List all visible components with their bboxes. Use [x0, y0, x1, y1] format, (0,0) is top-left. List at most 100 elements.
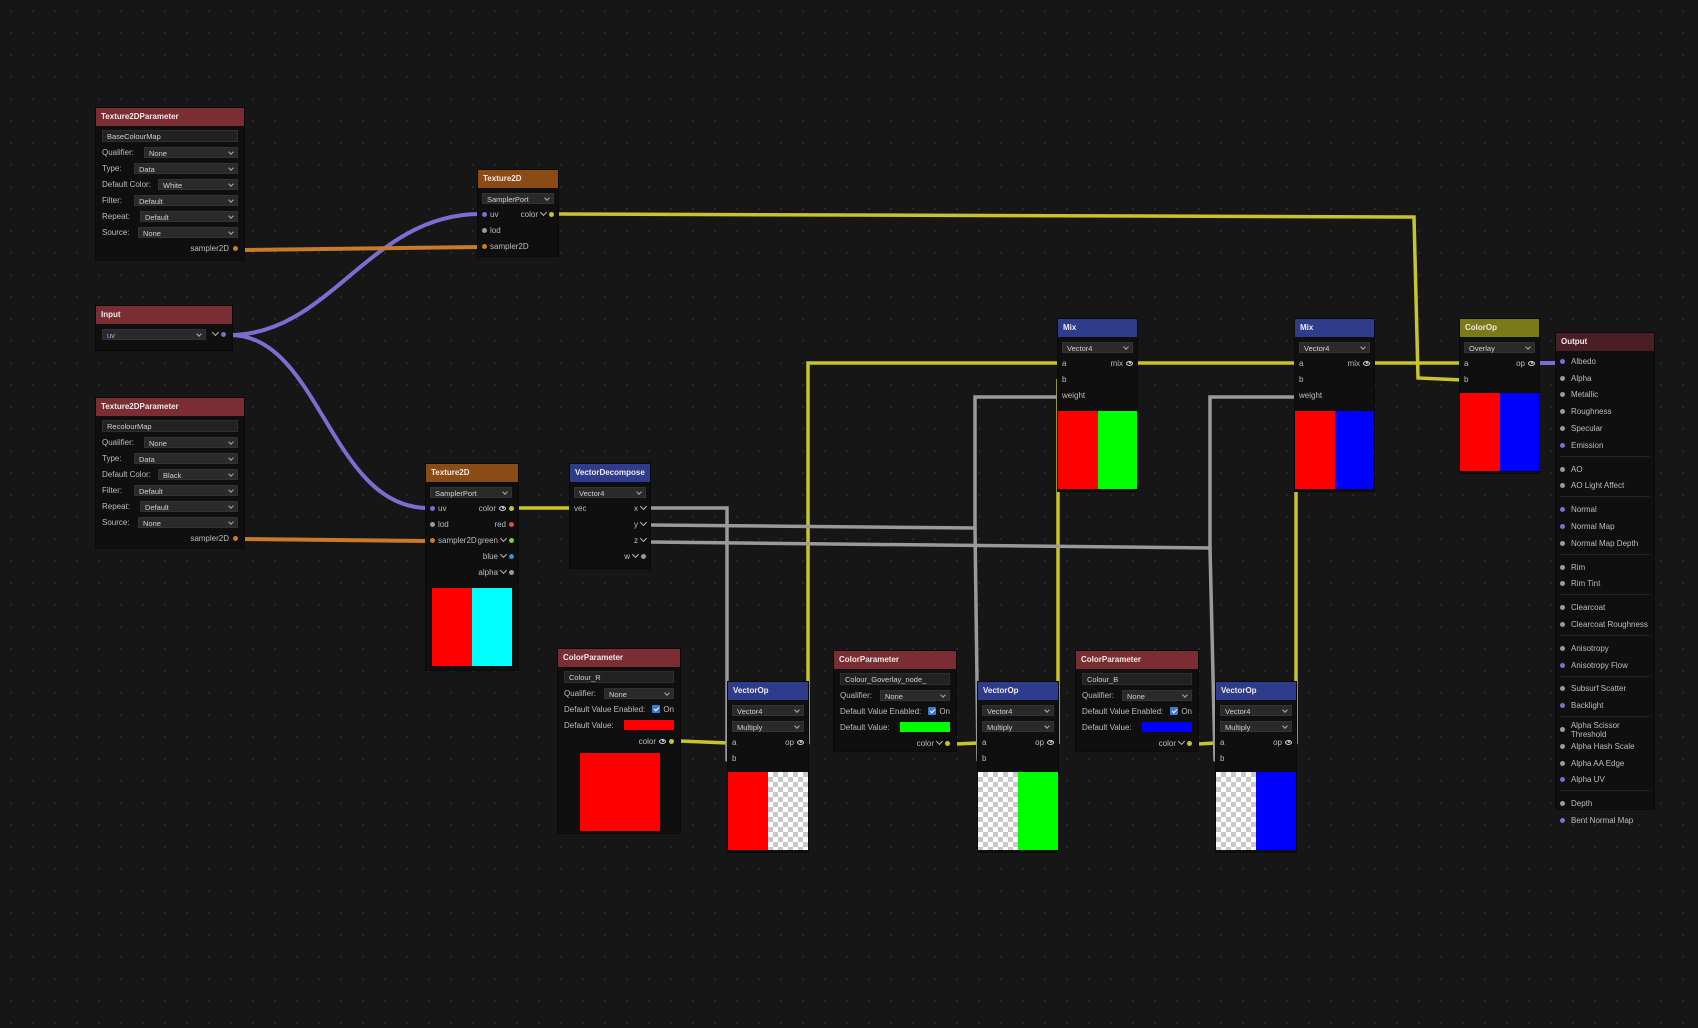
name-input[interactable]: Colour_B	[1082, 673, 1192, 685]
output-port-row[interactable]: Depth	[1556, 795, 1654, 812]
output-input-port[interactable]	[1560, 777, 1565, 783]
node-header[interactable]: Texture2D	[426, 464, 518, 482]
sampler-input-port[interactable]	[482, 243, 487, 249]
output-input-port[interactable]	[1560, 358, 1565, 364]
node-header[interactable]: VectorOp	[978, 682, 1058, 700]
color-output-port[interactable]	[509, 505, 514, 511]
node-header[interactable]: ColorParameter	[1076, 651, 1198, 669]
type-select[interactable]: Vector4	[732, 704, 804, 716]
filter-select[interactable]: Default	[134, 194, 238, 206]
output-input-port[interactable]	[1560, 727, 1565, 733]
type-select[interactable]: Vector4	[1299, 341, 1370, 353]
type-select[interactable]: Data	[134, 162, 238, 174]
repeat-select[interactable]: Default	[140, 210, 238, 222]
color-output-port[interactable]	[945, 740, 950, 746]
type-select[interactable]: Vector4	[1062, 341, 1133, 353]
type-select[interactable]: Vector4	[1220, 704, 1292, 716]
output-port-row[interactable]: Anisotropy	[1556, 640, 1654, 657]
red-output-port[interactable]	[509, 521, 514, 527]
node-header[interactable]: Texture2DParameter	[96, 398, 244, 416]
output-input-port[interactable]	[1560, 375, 1565, 381]
type-select[interactable]: Vector4	[574, 486, 646, 498]
lod-input-port[interactable]	[482, 227, 487, 233]
preview-eye-icon[interactable]	[1126, 360, 1133, 366]
output-input-port[interactable]	[1560, 645, 1565, 651]
input-node[interactable]: Input uv	[96, 306, 232, 350]
node-header[interactable]: VectorOp	[1216, 682, 1296, 700]
lod-input-port[interactable]	[430, 521, 435, 527]
expand-icon[interactable]	[631, 550, 640, 559]
qualifier-select[interactable]: None	[1122, 689, 1192, 701]
output-input-port[interactable]	[1560, 409, 1565, 415]
node-header[interactable]: Input	[96, 306, 232, 324]
output-port-row[interactable]: Clearcoat Roughness	[1556, 616, 1654, 633]
w-output-port[interactable]	[641, 553, 646, 559]
output-input-port[interactable]	[1560, 442, 1565, 448]
repeat-select[interactable]: Default	[140, 500, 238, 512]
output-input-port[interactable]	[1560, 605, 1565, 611]
output-input-port[interactable]	[1560, 540, 1565, 546]
node-header[interactable]: ColorParameter	[558, 649, 680, 667]
preview-eye-icon[interactable]	[1285, 739, 1292, 745]
output-port-row[interactable]: Rim Tint	[1556, 576, 1654, 593]
default-value-swatch[interactable]	[900, 722, 950, 732]
mode-select[interactable]: SamplerPort	[430, 486, 512, 498]
default-color-select[interactable]: Black	[158, 468, 238, 480]
color-parameter-node-r[interactable]: ColorParameter Colour_R Qualifier:None D…	[558, 649, 680, 833]
expand-icon[interactable]	[639, 502, 648, 511]
color-output-port[interactable]	[549, 211, 554, 217]
uv-input-port[interactable]	[482, 211, 487, 217]
name-input[interactable]: Colour_R	[564, 671, 674, 683]
output-port-row[interactable]: Roughness	[1556, 403, 1654, 420]
preview-eye-icon[interactable]	[1363, 360, 1370, 366]
node-header[interactable]: Texture2D	[478, 170, 558, 188]
default-value-swatch[interactable]	[624, 720, 674, 730]
input-select[interactable]: uv	[102, 328, 206, 340]
output-port-row[interactable]: Normal	[1556, 501, 1654, 518]
alpha-output-port[interactable]	[509, 569, 514, 575]
enabled-checkbox[interactable]	[1170, 707, 1179, 715]
expand-icon[interactable]	[539, 208, 548, 217]
mode-select[interactable]: SamplerPort	[482, 192, 554, 204]
expand-icon[interactable]	[639, 518, 648, 527]
qualifier-select[interactable]: None	[144, 146, 238, 158]
texture2d-parameter-node-recolour[interactable]: Texture2DParameter RecolourMap Qualifier…	[96, 398, 244, 548]
default-value-swatch[interactable]	[1142, 722, 1192, 732]
op-select[interactable]: Multiply	[1220, 720, 1292, 732]
enabled-checkbox[interactable]	[652, 705, 661, 713]
node-header[interactable]: Mix	[1295, 319, 1374, 337]
op-select[interactable]: Multiply	[982, 720, 1054, 732]
expand-icon[interactable]	[211, 328, 220, 337]
output-port-row[interactable]: Alpha AA Edge	[1556, 755, 1654, 772]
expand-icon[interactable]	[499, 550, 508, 559]
output-port-row[interactable]: Alpha Hash Scale	[1556, 738, 1654, 755]
enabled-checkbox[interactable]	[928, 707, 937, 715]
op-select[interactable]: Multiply	[732, 720, 804, 732]
output-input-port[interactable]	[1560, 760, 1565, 766]
qualifier-select[interactable]: None	[880, 689, 950, 701]
sampler-output-port[interactable]	[233, 535, 238, 541]
output-input-port[interactable]	[1560, 581, 1565, 587]
output-input-port[interactable]	[1560, 703, 1565, 709]
output-input-port[interactable]	[1560, 662, 1565, 668]
green-output-port[interactable]	[509, 537, 514, 543]
output-port-row[interactable]: Anisotropy Flow	[1556, 657, 1654, 674]
node-header[interactable]: Texture2DParameter	[96, 108, 244, 126]
default-color-select[interactable]: White	[158, 178, 238, 190]
output-port-row[interactable]: Alpha Scissor Threshold	[1556, 721, 1654, 739]
output-port-row[interactable]: Backlight	[1556, 697, 1654, 714]
expand-icon[interactable]	[499, 534, 508, 543]
filter-select[interactable]: Default	[134, 484, 238, 496]
node-header[interactable]: VectorOp	[728, 682, 808, 700]
output-port-row[interactable]: Specular	[1556, 420, 1654, 437]
source-select[interactable]: None	[138, 226, 238, 238]
expand-icon[interactable]	[935, 737, 944, 746]
uv-output-port[interactable]	[221, 331, 226, 337]
preview-eye-icon[interactable]	[1528, 360, 1535, 366]
texture2d-parameter-node-basecolour[interactable]: Texture2DParameter BaseColourMap Qualifi…	[96, 108, 244, 260]
uv-input-port[interactable]	[430, 505, 435, 511]
